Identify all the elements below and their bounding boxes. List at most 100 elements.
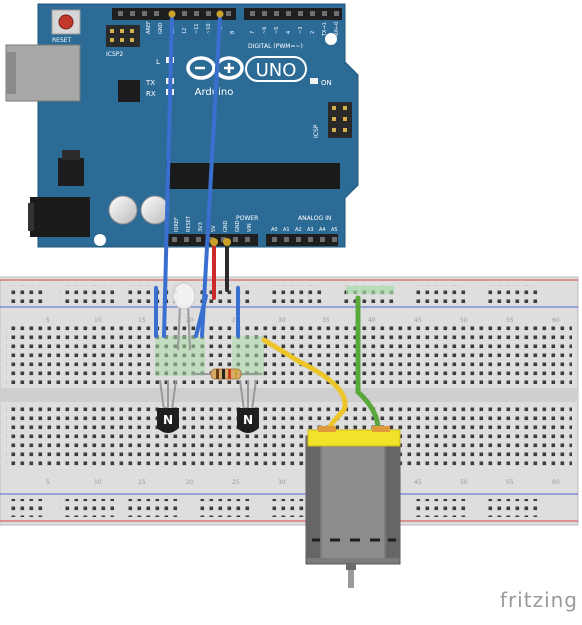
fritzing-watermark: fritzing: [499, 588, 578, 612]
svg-text:5: 5: [46, 317, 50, 324]
icsp2-label: ICSP2: [106, 51, 123, 58]
svg-text:GND: GND: [158, 22, 164, 34]
svg-text:25: 25: [232, 317, 240, 324]
led-on: [310, 78, 318, 84]
svg-text:5V: 5V: [211, 225, 217, 232]
dc-motor: [305, 426, 401, 588]
svg-text:30: 30: [278, 317, 286, 324]
bottom-power-rail: [8, 499, 540, 517]
analog-pin-labels: A0 A1 A2 A3 A4 A5: [271, 227, 338, 233]
svg-text:RESET: RESET: [186, 215, 192, 232]
led-rx-label: RX: [146, 90, 156, 98]
transistor-q1: N: [157, 408, 179, 433]
svg-text:55: 55: [506, 479, 514, 486]
svg-text:A0: A0: [271, 227, 278, 233]
led-l-label: L: [156, 58, 160, 66]
atmega-chip: [166, 163, 340, 189]
mounting-hole: [94, 234, 106, 246]
voltage-regulator: [58, 158, 84, 186]
svg-text:10: 10: [94, 479, 102, 486]
transistor-q2: N: [237, 408, 259, 433]
svg-text:GND: GND: [223, 220, 229, 232]
top-power-rail: [8, 285, 540, 303]
svg-text:10: 10: [94, 317, 102, 324]
svg-text:55: 55: [506, 317, 514, 324]
svg-text:~11: ~11: [194, 23, 200, 34]
svg-text:30: 30: [278, 479, 286, 486]
svg-text:A1: A1: [283, 227, 290, 233]
svg-text:A5: A5: [331, 227, 338, 233]
svg-text:5: 5: [46, 479, 50, 486]
motor-end-cap: [307, 429, 401, 447]
icsp-header: [328, 102, 352, 138]
terminal-block-lower: [6, 406, 572, 468]
transistor-q2-label: N: [243, 413, 253, 427]
digital-pin-labels: AREF GND 13 12 ~11 ~10 ~9 8 7 ~6 ~5 4 ~3…: [146, 21, 340, 37]
uno-brand: UNO: [256, 60, 297, 81]
svg-text:RX←0: RX←0: [334, 22, 340, 36]
transistor-q1-label: N: [163, 413, 173, 427]
svg-text:20: 20: [186, 479, 194, 486]
usb-connector: [5, 44, 81, 102]
icsp2-header: [106, 25, 140, 47]
svg-text:3V3: 3V3: [198, 222, 204, 232]
svg-text:25: 25: [232, 479, 240, 486]
resistor: [192, 368, 262, 380]
power-label: POWER: [236, 215, 258, 222]
transistor-legs: [159, 379, 257, 411]
svg-text:60: 60: [552, 479, 560, 486]
svg-text:45: 45: [414, 317, 422, 324]
analog-label: ANALOG IN: [298, 215, 331, 222]
wire-signal-pin-12: [162, 13, 174, 338]
svg-text:20: 20: [186, 317, 194, 324]
svg-text:~5: ~5: [274, 27, 280, 34]
svg-text:IOREF: IOREF: [174, 217, 180, 232]
svg-text:A3: A3: [307, 227, 314, 233]
svg-text:A2: A2: [295, 227, 302, 233]
capacitor: [140, 195, 170, 225]
column-numbers-top: 5 10 15 20 25 30 35 40 45 50 55 60: [46, 317, 560, 324]
svg-text:~10: ~10: [206, 23, 212, 34]
reset-label: RESET: [52, 37, 72, 44]
uno-badge: [245, 56, 307, 82]
svg-text:A4: A4: [319, 227, 326, 233]
svg-text:8: 8: [230, 31, 236, 34]
svg-text:~6: ~6: [262, 27, 268, 34]
led-white: [172, 282, 196, 351]
svg-text:~3: ~3: [298, 27, 304, 34]
svg-text:50: 50: [460, 479, 468, 486]
dc-power-jack: [30, 197, 90, 237]
usb-chip: [118, 80, 140, 102]
breadboard: 5 10 15 20 25 30 35 40 45 50 55 60 5 10 …: [0, 276, 579, 526]
wire-signal-pin-9: [200, 13, 222, 338]
svg-text:TX→1: TX→1: [322, 22, 328, 37]
digital-header-right: [244, 8, 342, 20]
svg-text:VIN: VIN: [247, 223, 253, 232]
icsp-label: ICSP: [313, 124, 320, 138]
led-tx-label: TX: [145, 79, 155, 87]
svg-text:15: 15: [138, 317, 146, 324]
svg-text:60: 60: [552, 317, 560, 324]
svg-text:2: 2: [310, 31, 316, 34]
motor-shaft: [348, 570, 354, 588]
digital-label: DIGITAL (PWM=~): [248, 43, 303, 50]
reset-button-cap: [58, 14, 74, 30]
power-pin-labels: IOREF RESET 3V3 5V GND GND VIN: [174, 215, 253, 232]
svg-text:GND: GND: [235, 220, 241, 232]
svg-text:12: 12: [182, 28, 188, 34]
svg-text:AREF: AREF: [146, 21, 152, 34]
svg-text:45: 45: [414, 479, 422, 486]
mounting-hole: [325, 33, 337, 45]
svg-text:35: 35: [322, 317, 330, 324]
svg-text:15: 15: [138, 479, 146, 486]
column-numbers-bottom: 5 10 15 20 25 30 35 45 50 55 60: [46, 479, 560, 486]
svg-text:50: 50: [460, 317, 468, 324]
on-label: ON: [321, 79, 332, 87]
svg-text:4: 4: [286, 31, 292, 34]
connected-holes: [155, 286, 394, 376]
svg-text:40: 40: [368, 317, 376, 324]
svg-text:7: 7: [250, 31, 256, 34]
arduino-uno-board: RESET ICSP2 L TX RX ON: [5, 3, 359, 248]
capacitor: [108, 195, 138, 225]
